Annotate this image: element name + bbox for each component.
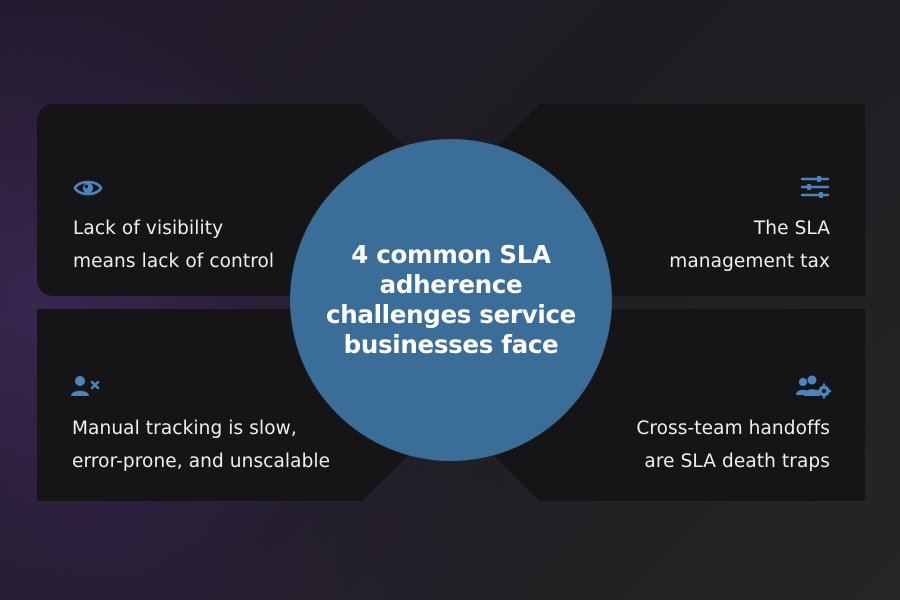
users-gear-icon [796, 375, 831, 399]
challenge-label: The SLA management tax [669, 218, 830, 272]
diagram-title: 4 common SLA adherence challenges servic… [325, 240, 576, 359]
challenge-label: Cross-team handoffs are SLA death traps [636, 418, 830, 472]
challenge-label: Lack of visibility means lack of control [73, 218, 275, 272]
challenge-label: Manual tracking is slow, error-prone, an… [72, 418, 331, 472]
eye-icon [73, 180, 103, 196]
sliders-icon [800, 176, 830, 198]
user-remove-icon [71, 376, 100, 396]
center-circle: 4 common SLA adherence challenges servic… [290, 139, 612, 461]
